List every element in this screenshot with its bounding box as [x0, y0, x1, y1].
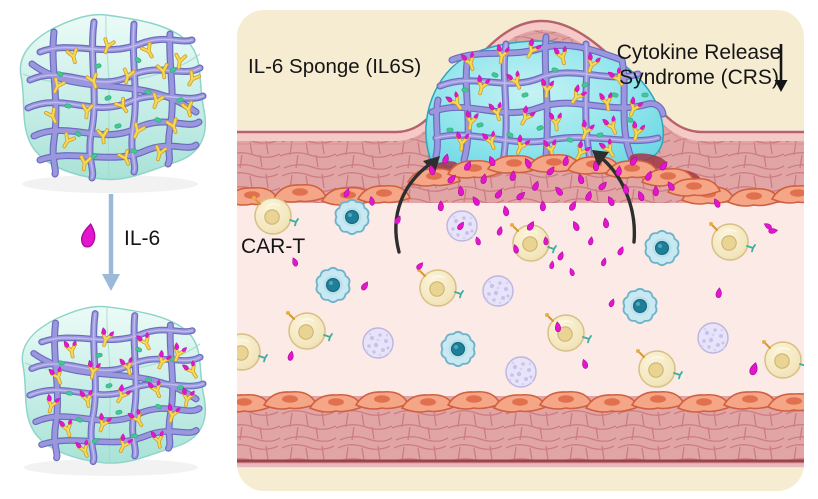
granular-leukocyte-cell	[482, 275, 514, 307]
granular-leukocyte-cell	[505, 356, 537, 388]
hydrogel-cube-loaded	[22, 306, 205, 475]
crosslink	[130, 433, 139, 439]
macrophage-cell	[440, 330, 476, 368]
il6-diffusion-arrows	[394, 150, 637, 254]
crosslink	[476, 122, 484, 128]
granular-leukocyte-cell	[362, 327, 394, 359]
endothelial-cell	[237, 393, 271, 413]
crs-label-line2: Syndrome (CRS)	[619, 66, 779, 89]
diffusion-arrow-left	[394, 162, 432, 254]
crosslink	[65, 390, 74, 396]
crosslink	[446, 127, 454, 133]
macrophage-cell	[315, 266, 351, 304]
macrophage-cell	[334, 198, 370, 236]
crosslink	[641, 92, 649, 98]
il6-molecule-legend-icon	[81, 223, 97, 248]
crs-decrease-arrow-icon	[774, 44, 788, 92]
vessel-lower-wall	[237, 396, 804, 491]
macrophage-cell	[622, 287, 658, 325]
crosslink	[566, 137, 574, 143]
crosslink	[64, 103, 72, 109]
granular-leukocyte-cell	[697, 322, 729, 354]
crs-label-line1: Cytokine Release	[617, 41, 782, 64]
crosslink	[551, 67, 559, 73]
crosslink	[461, 87, 469, 93]
crs-label: Cytokine Release Syndrome (CRS)	[617, 41, 788, 92]
crosslink	[130, 148, 138, 154]
macrophage-cell	[644, 229, 680, 267]
cart-label: CAR-T	[241, 235, 305, 258]
sponge-label: IL-6 Sponge (IL6S)	[248, 55, 421, 78]
il6-capture-step: IL-6	[81, 194, 160, 291]
down-arrow-head-icon	[102, 274, 120, 291]
hydrogel-cube-unloaded	[20, 15, 205, 193]
figure-panel: IL-6 Sponge (IL6S) Cytokine Release Synd…	[237, 10, 804, 491]
il6-legend-label: IL-6	[124, 227, 160, 250]
crosslink	[176, 97, 184, 103]
